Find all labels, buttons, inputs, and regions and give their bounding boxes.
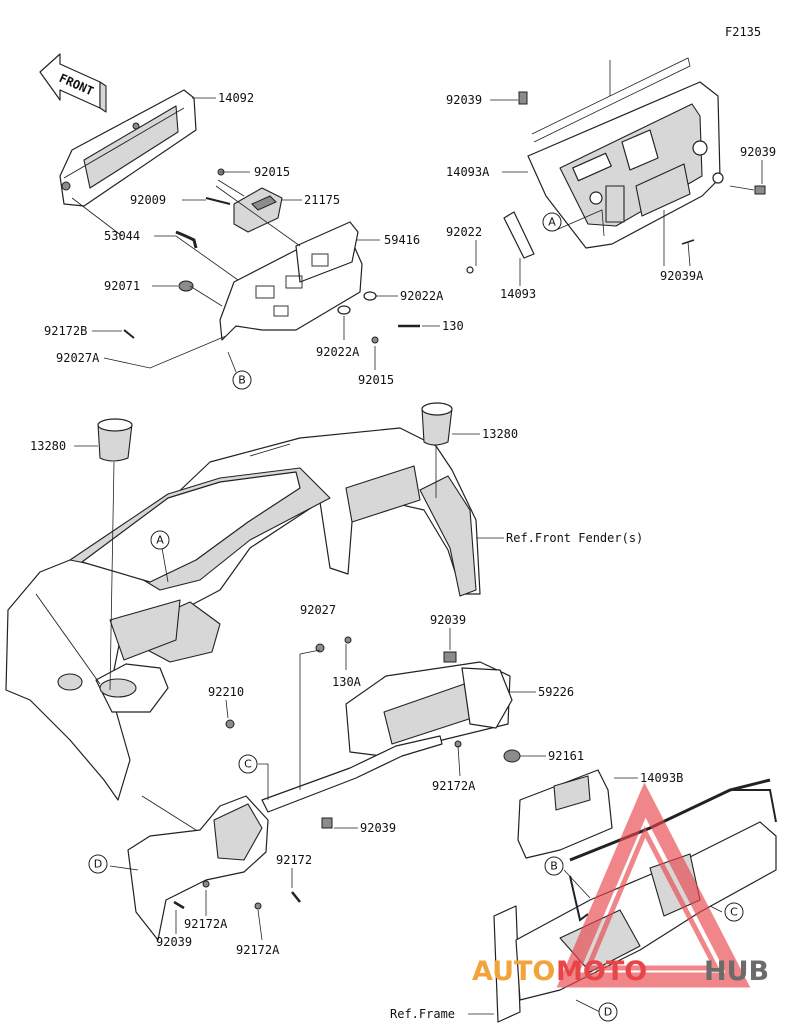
cup-holder-left-part xyxy=(97,418,133,462)
label-92027: 92027 xyxy=(300,603,336,617)
panel-top-bracket xyxy=(531,57,691,143)
callout-a-upper: A xyxy=(542,212,562,232)
bracket-part xyxy=(219,221,363,341)
label-14093: 14093 xyxy=(500,287,536,301)
callout-d-lower: D xyxy=(88,854,108,874)
label-130: 130 xyxy=(442,319,464,333)
label-92172: 92172 xyxy=(276,853,312,867)
label-92022a-lower: 92022A xyxy=(316,345,360,359)
label-14093b: 14093B xyxy=(640,771,683,785)
figure-code: F2135 xyxy=(725,25,761,39)
label-92039-bottom: 92039 xyxy=(156,935,192,949)
label-92172a-right: 92172A xyxy=(236,943,280,957)
callout-d-frame: D xyxy=(598,1002,618,1022)
label-92015-bottom: 92015 xyxy=(358,373,394,387)
watermark-left: AUTO xyxy=(472,956,555,987)
cup-holder-right-part xyxy=(421,402,453,446)
label-92039-top: 92039 xyxy=(446,93,482,107)
label-92009: 92009 xyxy=(130,193,166,207)
small-fasteners xyxy=(123,168,420,344)
label-21175: 21175 xyxy=(304,193,340,207)
label-59416: 59416 xyxy=(384,233,420,247)
label-92039-mid: 92039 xyxy=(430,613,466,627)
label-92039a: 92039A xyxy=(660,269,704,283)
callout-c-frame: C xyxy=(724,902,744,922)
label-92022: 92022 xyxy=(446,225,482,239)
part-labels: 14092 53044 92015 92009 21175 59416 9207… xyxy=(30,91,776,1021)
label-14092: 14092 xyxy=(218,91,254,105)
front-arrow-icon: FRONT xyxy=(39,53,107,113)
meter-cover-part xyxy=(59,89,197,207)
watermark-right: HUB xyxy=(704,956,769,987)
svg-text:C: C xyxy=(730,906,738,919)
instrument-panel-part xyxy=(527,81,724,249)
label-ref-frame: Ref.Frame xyxy=(390,1007,455,1021)
label-53044: 53044 xyxy=(104,229,140,243)
svg-text:D: D xyxy=(94,858,102,871)
svg-text:B: B xyxy=(238,374,246,387)
glove-box-part xyxy=(345,661,513,757)
svg-text:D: D xyxy=(604,1006,612,1019)
dashboard-part xyxy=(5,427,481,801)
watermark-logo: AUTO MOTO HUB xyxy=(472,782,769,988)
callout-b-frame: B xyxy=(544,856,564,876)
callout-b-upper: B xyxy=(232,370,252,390)
label-92172a-left: 92172A xyxy=(184,917,228,931)
label-13280-left: 13280 xyxy=(30,439,66,453)
label-92071: 92071 xyxy=(104,279,140,293)
label-92172a-mid: 92172A xyxy=(432,779,476,793)
svg-text:A: A xyxy=(156,534,164,547)
watermark-middle: MOTO xyxy=(556,956,647,987)
label-92172b: 92172B xyxy=(44,324,87,338)
callout-c-lower: C xyxy=(238,754,258,774)
svg-text:A: A xyxy=(548,216,556,229)
label-ref-front-fender: Ref.Front Fender(s) xyxy=(506,531,643,545)
callout-a-dash: A xyxy=(150,530,170,550)
lower-cross-bar xyxy=(261,735,443,813)
lower-fasteners xyxy=(173,636,521,910)
label-13280-right: 13280 xyxy=(482,427,518,441)
label-92039-lower: 92039 xyxy=(360,821,396,835)
svg-text:C: C xyxy=(244,758,252,771)
leader-lines xyxy=(71,97,763,1015)
panel-trim-strip xyxy=(503,211,535,259)
relay-box-part xyxy=(233,187,283,233)
label-92027a: 92027A xyxy=(56,351,100,365)
lower-left-cover-part xyxy=(127,795,269,941)
label-14093a: 14093A xyxy=(446,165,490,179)
glove-box-door-part xyxy=(517,769,613,859)
label-130a: 130A xyxy=(332,675,362,689)
label-92210: 92210 xyxy=(208,685,244,699)
label-92039-right: 92039 xyxy=(740,145,776,159)
label-92015-top: 92015 xyxy=(254,165,290,179)
label-59226: 59226 xyxy=(538,685,574,699)
label-92022a-upper: 92022A xyxy=(400,289,444,303)
label-92161: 92161 xyxy=(548,749,584,763)
hose-part xyxy=(175,230,198,249)
svg-text:B: B xyxy=(550,860,558,873)
